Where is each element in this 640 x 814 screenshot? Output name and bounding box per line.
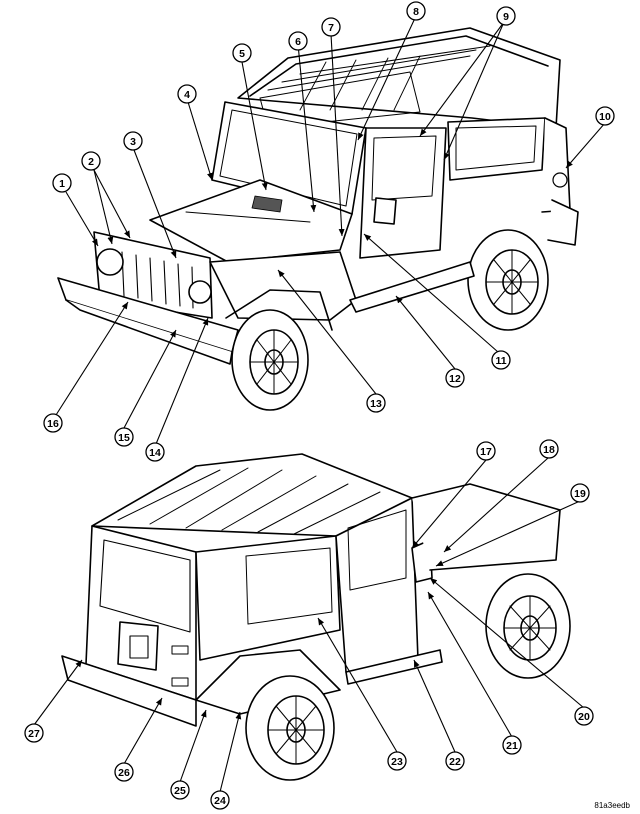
callout-circles — [24, 1, 615, 810]
callout-24: 24 — [214, 795, 226, 807]
callout-18: 18 — [543, 444, 555, 456]
callout-10: 10 — [599, 111, 611, 123]
callout-20: 20 — [578, 711, 590, 723]
callout-25: 25 — [174, 785, 186, 797]
callout-numbers: 1 2 3 4 5 6 7 8 9 10 11 12 13 14 15 16 1… — [28, 6, 611, 807]
callout-5: 5 — [239, 48, 245, 60]
callout-22: 22 — [449, 756, 461, 768]
callout-4: 4 — [184, 89, 190, 101]
callout-12: 12 — [449, 373, 461, 385]
callout-9: 9 — [503, 11, 509, 23]
callout-23: 23 — [391, 756, 403, 768]
callout-19: 19 — [574, 488, 586, 500]
callout-21: 21 — [506, 740, 518, 752]
callout-27: 27 — [28, 728, 40, 740]
callout-26: 26 — [118, 767, 130, 779]
figure-code: 81a3eedb — [594, 801, 630, 810]
callout-11: 11 — [495, 355, 506, 367]
leader-lines — [33, 15, 606, 793]
callout-8: 8 — [413, 6, 419, 18]
callout-7: 7 — [328, 22, 334, 34]
rear-vehicle-illustration — [61, 453, 571, 781]
callout-1: 1 — [59, 178, 65, 190]
callout-2: 2 — [88, 156, 94, 168]
callout-17: 17 — [480, 446, 492, 458]
callout-6: 6 — [295, 36, 301, 48]
callout-15: 15 — [118, 432, 130, 444]
callout-16: 16 — [47, 418, 59, 430]
front-vehicle-illustration — [57, 27, 579, 411]
callout-14: 14 — [149, 447, 161, 459]
callout-3: 3 — [130, 136, 136, 148]
callout-13: 13 — [370, 398, 382, 410]
